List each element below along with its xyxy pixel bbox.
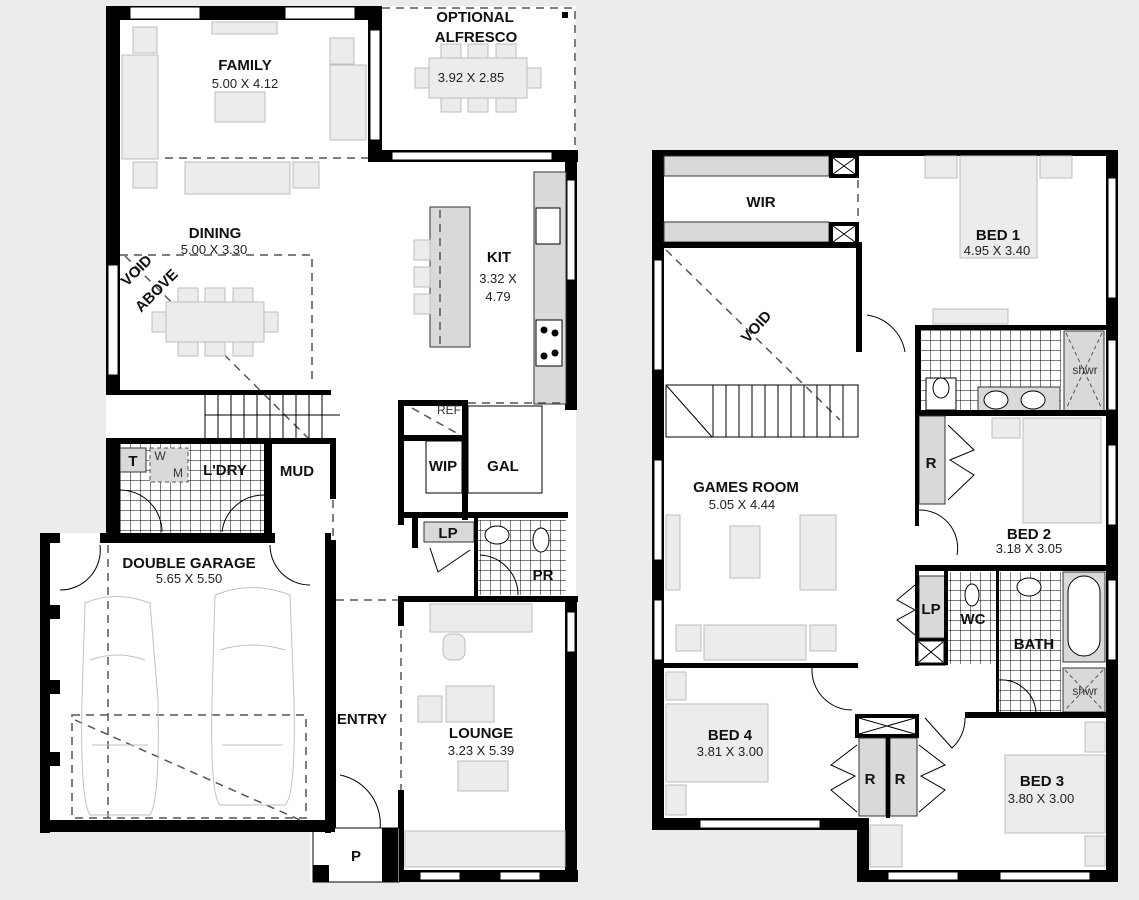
label-ref: REF [437, 403, 461, 417]
room-size-dining: 5.00 X 3.30 [181, 242, 248, 257]
room-label-laundry: L'DRY [203, 462, 247, 479]
label-washer-m: M [173, 466, 183, 480]
room-label-family: FAMILY [218, 57, 272, 74]
car-right-icon [211, 587, 295, 806]
laundry-tub [119, 447, 147, 473]
bed4-furniture [665, 671, 769, 816]
car-left-icon [81, 596, 159, 816]
kitchen-island [429, 206, 471, 348]
room-size-bed4: 3.81 X 3.00 [697, 744, 764, 759]
ground-floor-plan: FAMILY 5.00 X 4.12 OPTIONAL ALFRESCO 3.9… [40, 6, 578, 892]
room-label-bath: BATH [1014, 636, 1055, 653]
label-lp-first: LP [921, 601, 940, 618]
bed3-furniture [869, 721, 1106, 868]
room-size-garage: 5.65 X 5.50 [156, 571, 223, 586]
room-label-porch: P [351, 848, 361, 865]
room-size-kitchen-line2: 4.79 [485, 289, 510, 304]
room-label-wc: WC [961, 611, 986, 628]
room-size-bed2: 3.18 X 3.05 [996, 541, 1063, 556]
washing-machine [149, 447, 189, 483]
room-label-alfresco-line1: OPTIONAL [436, 9, 514, 26]
room-label-mud: MUD [280, 463, 314, 480]
first-floor-plan: WIR VOID BED 1 4.95 X 3.40 shwr GAMES RO… [652, 150, 1118, 882]
room-label-bed2: BED 2 [1007, 526, 1051, 543]
dining-table [151, 287, 279, 357]
label-lp-ground: LP [438, 525, 457, 542]
alfresco-table [414, 43, 542, 113]
label-bed2-robe: R [926, 455, 937, 472]
room-size-bed1: 4.95 X 3.40 [964, 243, 1031, 258]
sink-icon [535, 207, 561, 245]
room-label-alfresco-line2: ALFRESCO [435, 29, 518, 46]
room-label-entry: ENTRY [337, 711, 387, 728]
label-laundry-tub: T [128, 453, 137, 470]
room-label-bed4: BED 4 [708, 727, 753, 744]
label-ensuite-shower: shwr [1072, 363, 1097, 377]
lounge-furniture [404, 603, 566, 868]
label-washer-w: W [154, 449, 166, 463]
room-size-family: 5.00 X 4.12 [212, 76, 279, 91]
room-label-gal: GAL [487, 458, 519, 475]
cooktop-icon [535, 319, 563, 367]
room-label-wip: WIP [429, 458, 457, 475]
games-room-furniture [665, 514, 837, 661]
room-size-games-room: 5.05 X 4.44 [709, 497, 776, 512]
room-label-bed3: BED 3 [1020, 773, 1064, 790]
room-label-games-room: GAMES ROOM [693, 479, 799, 496]
bed2-furniture [991, 417, 1102, 524]
room-label-lounge: LOUNGE [449, 725, 513, 742]
label-robe-right: R [895, 771, 906, 788]
room-size-alfresco: 3.92 X 2.85 [438, 70, 505, 85]
label-robe-left: R [865, 771, 876, 788]
label-bath-shower: shwr [1072, 684, 1097, 698]
room-label-pr: PR [533, 567, 554, 584]
room-label-garage: DOUBLE GARAGE [122, 555, 255, 572]
room-size-bed3: 3.80 X 3.00 [1008, 791, 1075, 806]
room-label-dining: DINING [189, 225, 242, 242]
room-size-kitchen-line1: 3.32 X [479, 271, 517, 286]
family-furniture [121, 21, 367, 195]
room-size-lounge: 3.23 X 5.39 [448, 743, 515, 758]
bed1-furniture [924, 155, 1073, 325]
kitchen-bench [533, 171, 567, 405]
room-label-kitchen: KIT [487, 249, 511, 266]
room-label-wir: WIR [746, 194, 775, 211]
room-label-bed1: BED 1 [976, 227, 1020, 244]
